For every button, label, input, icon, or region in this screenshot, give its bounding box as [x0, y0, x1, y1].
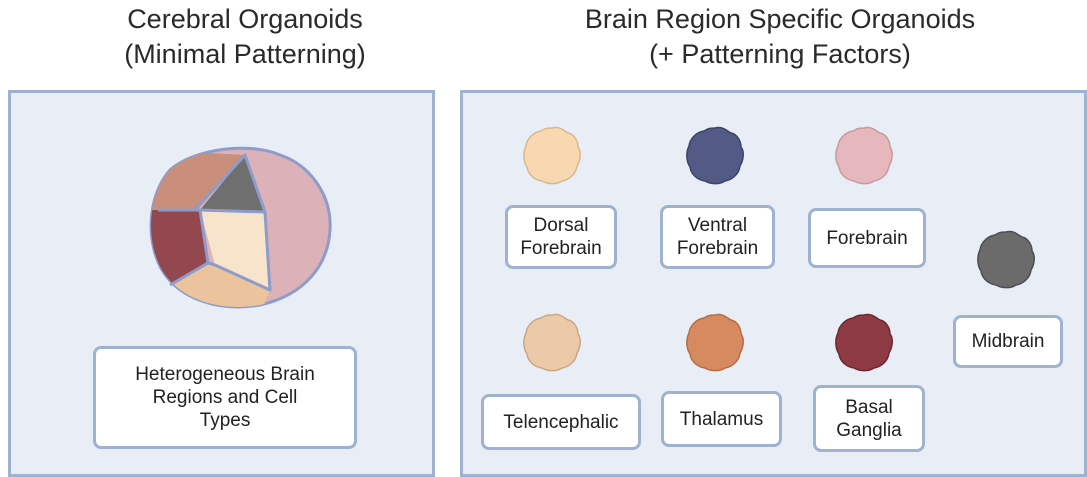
ventral-forebrain-label-box: Ventral Forebrain — [660, 205, 775, 269]
thalamus-label: Thalamus — [680, 408, 763, 431]
midbrain-label: Midbrain — [972, 330, 1045, 353]
dorsal-forebrain-organoid — [522, 125, 582, 185]
thalamus-label-box: Thalamus — [661, 391, 782, 447]
dorsal-forebrain-label-box: Dorsal Forebrain — [505, 205, 617, 269]
heterogeneous-caption-box: Heterogeneous Brain Regions and Cell Typ… — [93, 346, 357, 449]
ventral-forebrain-label: Ventral Forebrain — [677, 214, 758, 260]
ventral-forebrain-organoid — [685, 125, 745, 185]
forebrain-label: Forebrain — [826, 227, 907, 250]
forebrain-organoid — [834, 125, 894, 185]
basal-ganglia-label: Basal Ganglia — [836, 396, 902, 442]
cerebral-organoid — [140, 140, 340, 310]
telencephalic-label-box: Telencephalic — [481, 394, 641, 450]
telencephalic-label: Telencephalic — [503, 411, 618, 434]
telencephalic-organoid — [522, 312, 582, 372]
forebrain-label-box: Forebrain — [808, 208, 926, 268]
left-panel-title: Cerebral Organoids (Minimal Patterning) — [60, 2, 430, 72]
right-panel-title: Brain Region Specific Organoids (+ Patte… — [500, 2, 1060, 72]
basal-ganglia-organoid — [834, 312, 894, 372]
dorsal-forebrain-label: Dorsal Forebrain — [520, 214, 601, 260]
basal-ganglia-label-box: Basal Ganglia — [813, 385, 925, 452]
thalamus-organoid — [685, 312, 745, 372]
midbrain-organoid — [976, 229, 1036, 289]
midbrain-label-box: Midbrain — [953, 315, 1063, 368]
heterogeneous-caption: Heterogeneous Brain Regions and Cell Typ… — [135, 363, 315, 432]
